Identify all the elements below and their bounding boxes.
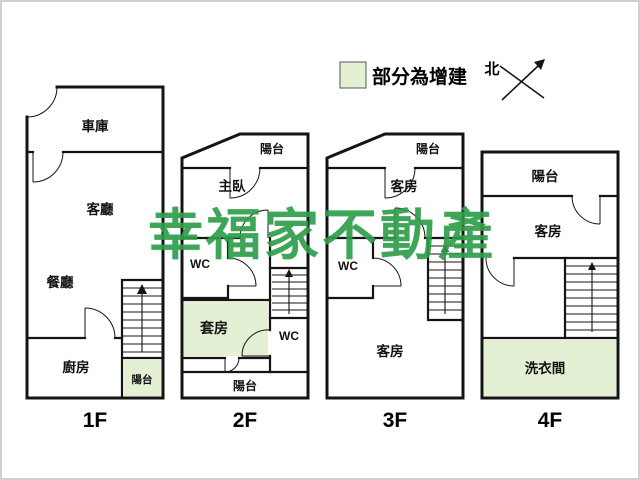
room-label-balcony-top-3f: 陽台 [416, 141, 440, 156]
floor-2f: 陽台 主臥 WC 套房 WC 陽台 [180, 132, 310, 400]
stair-arrow-4f [588, 262, 596, 270]
compass-arrow-line [501, 65, 539, 101]
room-label-living: 客廳 [86, 201, 114, 217]
compass-cross-line [499, 65, 545, 99]
door-arc [394, 207, 426, 239]
room-label-guest-4f: 客房 [534, 223, 562, 239]
outer-wall-3f [325, 132, 465, 400]
stair-arrow-1f [137, 284, 147, 294]
floor-label-3f: 3F [383, 409, 408, 432]
door-arc [227, 257, 257, 287]
floor-labels: 1F 2F 3F 4F [83, 409, 563, 432]
room-label-wc-3f: WC [338, 259, 358, 273]
room-label-guest-upper: 客房 [390, 178, 418, 194]
room-label-guest-lower: 客房 [376, 343, 404, 359]
door-arc [485, 257, 515, 287]
stair-arrow-3f [441, 244, 449, 252]
outer-wall-4f [480, 150, 620, 400]
room-label-garage: 車庫 [82, 118, 109, 134]
balcony-addition-area-1f [124, 360, 161, 396]
door-arc [26, 86, 58, 118]
room-label-kitchen: 廚房 [63, 359, 90, 375]
door-arc [384, 167, 416, 199]
compass-arrowhead [534, 59, 545, 70]
wc-walls-2f [180, 236, 230, 300]
room-label-balcony-top-2f: 陽台 [260, 141, 284, 156]
door-arc [241, 329, 271, 357]
room-label-suite: 套房 [200, 320, 228, 336]
floor-label-4f: 4F [538, 409, 563, 432]
door-arc [239, 209, 269, 239]
floor-3f: 陽台 客房 WC 客房 [325, 132, 465, 400]
suite-walls-2f [180, 298, 272, 360]
compass-north-label: 北 [484, 61, 499, 78]
room-label-dining: 餐廳 [46, 274, 74, 290]
outer-wall-2f [180, 132, 310, 400]
watermark: 幸福家不動產 [148, 204, 496, 266]
legend-label: 部分為增建 [372, 65, 467, 88]
compass: 北 [484, 59, 545, 101]
door-arc [229, 167, 261, 199]
suite-addition-area-2f [184, 302, 268, 356]
stair-walls-3f [426, 236, 465, 322]
wc-walls-3f [325, 236, 375, 300]
room-label-wc-lower-2f: WC [279, 329, 299, 343]
floor-label-1f: 1F [83, 409, 108, 432]
floor-4f: 陽台 客房 洗衣間 [480, 150, 620, 400]
door-arc [372, 257, 402, 287]
legend-addition-swatch [339, 61, 367, 89]
room-label-balcony-1f: 陽台 [132, 373, 153, 386]
door-arc [571, 195, 601, 225]
door-arc [84, 307, 116, 339]
room-label-laundry: 洗衣間 [525, 360, 566, 376]
room-label-wc-upper-2f: WC [190, 257, 210, 271]
stair-walls-1f [120, 278, 165, 400]
room-label-balcony-4f: 陽台 [532, 168, 559, 184]
stair-arrow-2f [285, 269, 293, 277]
outer-wall-1f [25, 85, 165, 400]
room-label-balcony-bottom-2f: 陽台 [233, 378, 257, 393]
door-arc [32, 151, 64, 183]
stair-walls-2f [268, 266, 310, 320]
legend: 部分為增建 [339, 61, 467, 89]
room-label-master: 主臥 [219, 178, 246, 194]
laundry-addition-area-4f [484, 340, 616, 396]
floor-1f: 車庫 客廳 餐廳 廚房 陽台 [25, 85, 165, 400]
floor-label-2f: 2F [233, 409, 258, 432]
